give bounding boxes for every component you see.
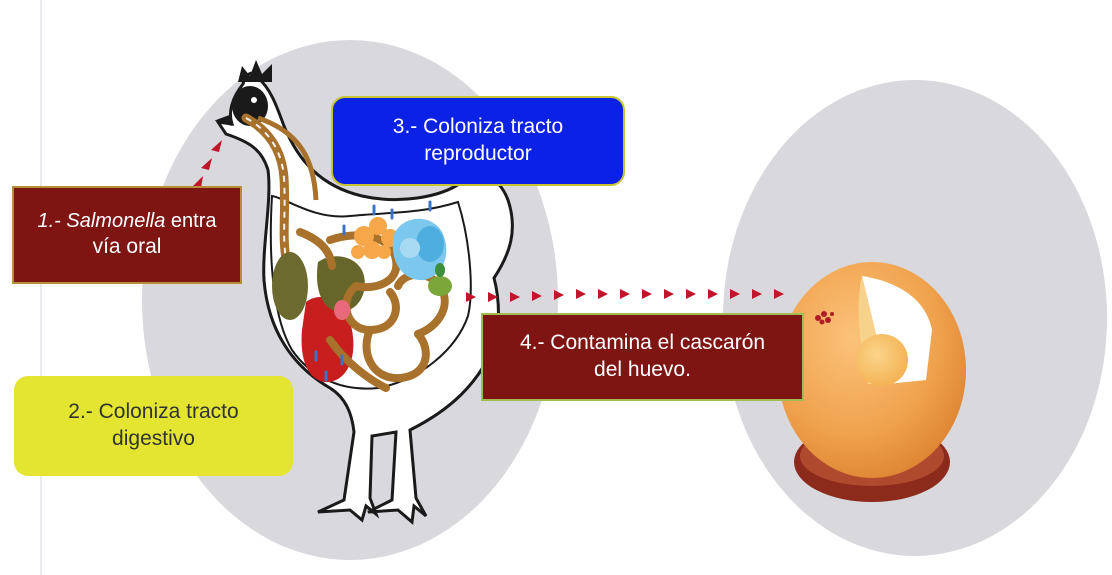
label-step-2-line1: 2.- Coloniza tracto: [68, 399, 238, 426]
label-step-3-line1: 3.- Coloniza tracto: [393, 114, 563, 141]
label-step-1-italic: 1.- Salmonella: [38, 210, 166, 232]
label-step-1-oral-entry: 1.- Salmonella entra vía oral: [12, 186, 242, 284]
egg-illustration: [778, 262, 966, 502]
label-step-1-line2: vía oral: [93, 234, 162, 261]
label-step-2-line2: digestivo: [112, 426, 195, 453]
label-step-3-line2: reproductor: [424, 141, 531, 168]
egg-yolk: [856, 334, 908, 386]
label-step-2-digestive: 2.- Coloniza tracto digestivo: [14, 376, 293, 476]
label-step-1-rest: entra: [165, 210, 216, 232]
label-step-4-line2: del huevo.: [594, 357, 691, 384]
label-step-3-reproductive: 3.- Coloniza tracto reproductor: [331, 96, 625, 186]
label-step-4-eggshell: 4.- Contamina el cascarón del huevo.: [481, 313, 804, 401]
label-step-4-line1: 4.- Contamina el cascarón: [520, 330, 765, 357]
